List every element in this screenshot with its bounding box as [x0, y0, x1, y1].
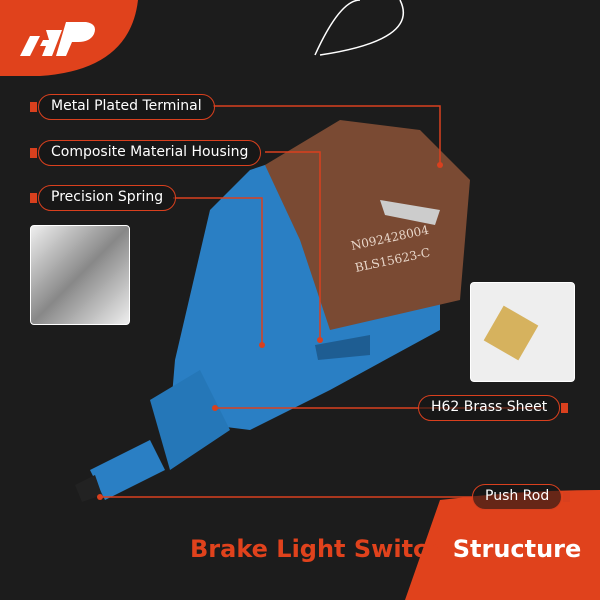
label-tab — [30, 148, 37, 158]
brake-light-switch-image — [75, 120, 470, 502]
title-part-2: Structure — [452, 535, 582, 563]
brass-sheet-inset-image — [470, 282, 575, 382]
label-h62-brass-sheet: H62 Brass Sheet — [418, 395, 569, 421]
label-composite-material-housing: Composite Material Housing — [30, 140, 262, 166]
title-part-1: Brake Light Switch — [190, 535, 445, 563]
brand-logo — [20, 22, 95, 56]
label-text: Push Rod — [485, 488, 550, 504]
label-tab — [30, 102, 37, 112]
label-text: Precision Spring — [51, 189, 164, 205]
brass-sheet-shape — [483, 305, 539, 361]
label-tab — [561, 403, 569, 413]
label-tab — [563, 492, 571, 502]
label-text: Metal Plated Terminal — [51, 98, 202, 114]
leader-dots — [97, 162, 443, 500]
label-push-rod: Push Rod — [472, 484, 571, 510]
label-precision-spring: Precision Spring — [30, 185, 177, 211]
decorative-outline — [314, 0, 405, 56]
page-title: Brake Light Switch Structure — [190, 535, 581, 563]
title-accent — [405, 490, 600, 600]
label-metal-plated-terminal: Metal Plated Terminal — [30, 94, 215, 120]
spring-inset-image — [30, 225, 130, 325]
label-tab — [30, 193, 37, 203]
label-text: H62 Brass Sheet — [431, 399, 548, 415]
label-text: Composite Material Housing — [51, 144, 249, 160]
